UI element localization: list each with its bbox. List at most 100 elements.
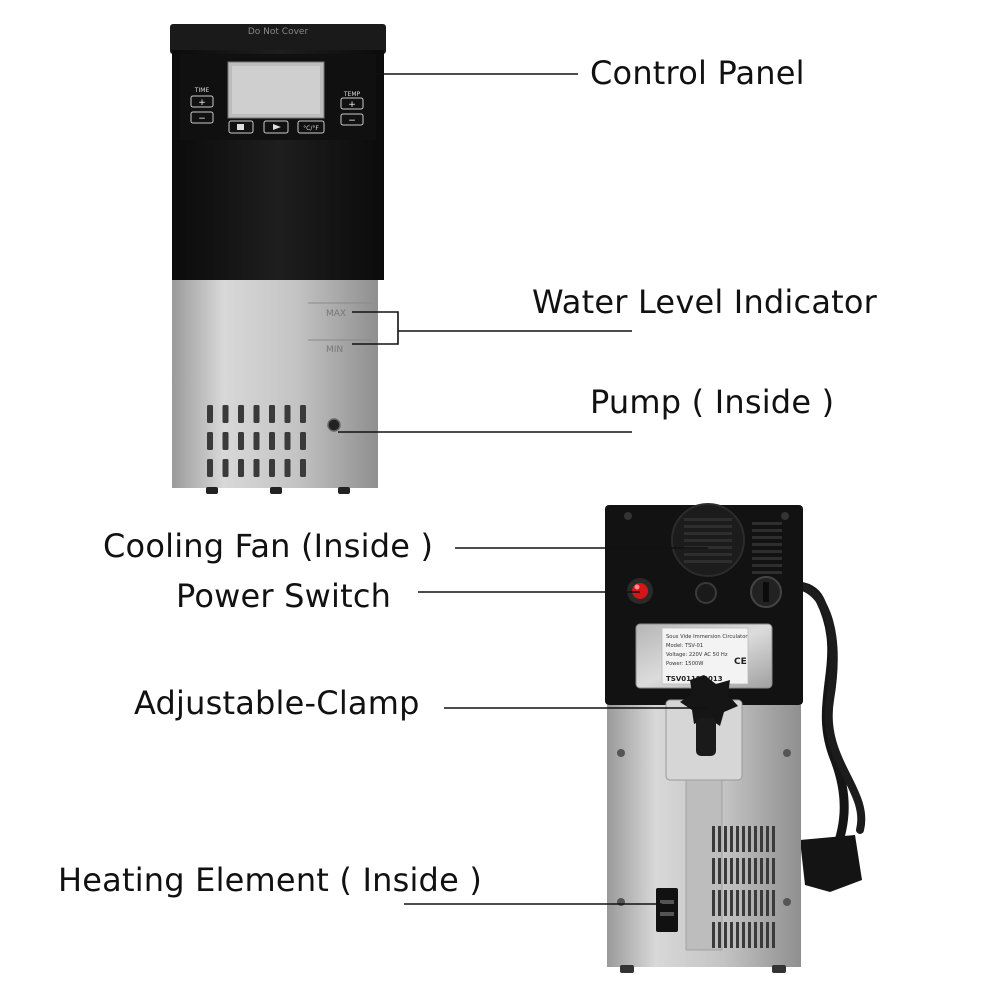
sticker-line: Power: 1500W bbox=[666, 661, 703, 667]
vent-slot bbox=[754, 858, 757, 884]
vent-slot bbox=[752, 564, 782, 567]
vent-slot bbox=[772, 922, 775, 948]
sticker-line: Model: TSV-01 bbox=[666, 643, 703, 649]
vent-slot bbox=[284, 405, 291, 423]
vent-slot bbox=[752, 550, 782, 553]
temp-minus-glyph: − bbox=[348, 116, 356, 126]
time-minus-glyph: − bbox=[198, 114, 206, 124]
vent-slot bbox=[736, 922, 739, 948]
temp-minus-button[interactable] bbox=[340, 113, 364, 126]
vent-slot bbox=[736, 826, 739, 852]
vent-slot bbox=[253, 432, 260, 450]
fuse-slot bbox=[763, 582, 769, 602]
vent-slot bbox=[748, 890, 751, 916]
vent-slot bbox=[736, 858, 739, 884]
back-vents bbox=[712, 826, 775, 948]
foot bbox=[270, 487, 282, 494]
vent-slot bbox=[724, 826, 727, 852]
vent-slot bbox=[222, 459, 229, 477]
vent-slot bbox=[760, 890, 763, 916]
power-switch[interactable] bbox=[632, 583, 648, 599]
screw bbox=[783, 749, 791, 757]
callout-pump: Pump ( Inside ) bbox=[590, 383, 835, 421]
play-icon bbox=[273, 124, 281, 130]
temp-plus-glyph: + bbox=[348, 100, 356, 110]
callout-heating-element: Heating Element ( Inside ) bbox=[58, 861, 483, 899]
screw bbox=[624, 512, 632, 520]
vent-slot bbox=[752, 571, 782, 574]
fan-slot bbox=[684, 532, 732, 535]
plug bbox=[800, 835, 862, 892]
vent-slot bbox=[752, 529, 782, 532]
vent-slot bbox=[269, 405, 275, 423]
vent-slot bbox=[742, 890, 745, 916]
vent-slot bbox=[752, 543, 782, 546]
leader-bracket-water bbox=[352, 311, 399, 345]
time-plus-button[interactable] bbox=[190, 95, 214, 108]
vent-slot bbox=[772, 890, 775, 916]
vent-slot bbox=[760, 858, 763, 884]
vent-slot bbox=[772, 858, 775, 884]
clamp-knob[interactable] bbox=[680, 675, 738, 726]
vent-slot bbox=[269, 432, 275, 450]
callout-control-panel: Control Panel bbox=[590, 54, 805, 92]
vent-slot bbox=[736, 890, 739, 916]
vent-slot bbox=[207, 459, 213, 477]
vent-slot bbox=[766, 922, 769, 948]
vent-slot bbox=[760, 922, 763, 948]
sticker-line: Voltage: 220V AC 50 Hz bbox=[666, 652, 728, 658]
vent-slot bbox=[718, 826, 721, 852]
vent-slot bbox=[207, 405, 213, 423]
power-cord-loop bbox=[791, 581, 866, 834]
side-vents bbox=[752, 522, 782, 574]
fan-slot bbox=[684, 525, 732, 528]
fan-slot bbox=[684, 539, 732, 542]
vent-slot bbox=[724, 922, 727, 948]
vent-slot bbox=[238, 432, 244, 450]
temp-label: TEMP bbox=[343, 91, 361, 98]
vent-slot bbox=[748, 826, 751, 852]
leader-lines bbox=[338, 73, 708, 905]
vent-slot bbox=[284, 432, 291, 450]
foot bbox=[620, 965, 634, 973]
time-minus-button[interactable] bbox=[190, 111, 214, 124]
vent-slot bbox=[730, 890, 733, 916]
vent-slot bbox=[300, 459, 306, 477]
time-plus-glyph: + bbox=[198, 98, 206, 108]
vent-slot bbox=[752, 536, 782, 539]
vent-slot bbox=[300, 432, 306, 450]
temp-plus-button[interactable] bbox=[340, 97, 364, 110]
vent-slot bbox=[754, 890, 757, 916]
lcd-screen-inner bbox=[232, 66, 320, 114]
vent-slot bbox=[238, 405, 244, 423]
top-cap bbox=[170, 24, 386, 54]
vent-slot bbox=[253, 405, 260, 423]
clamp-rail bbox=[685, 779, 723, 951]
screw bbox=[781, 512, 789, 520]
vent-slot bbox=[754, 922, 757, 948]
vent-slot bbox=[730, 826, 733, 852]
max-mark: MAX bbox=[326, 309, 346, 319]
min-mark: MIN bbox=[326, 345, 343, 355]
spec-sticker bbox=[661, 627, 749, 685]
vent-slot bbox=[712, 826, 715, 852]
foot bbox=[206, 487, 218, 494]
vent-slot bbox=[730, 922, 733, 948]
vent-slot bbox=[718, 922, 721, 948]
heating-element-bar bbox=[660, 912, 674, 916]
sticker-line: Sous Vide Immersion Circulator bbox=[666, 634, 748, 640]
front-device: Do Not Cover TIME + − TEMP + − °C/°F MAX… bbox=[170, 24, 386, 494]
front-vents bbox=[207, 405, 306, 477]
callout-water-level: Water Level Indicator bbox=[532, 283, 878, 321]
front-steel-housing bbox=[172, 280, 378, 488]
vent-slot bbox=[748, 858, 751, 884]
vent-slot bbox=[300, 405, 306, 423]
fan-slot bbox=[684, 553, 732, 556]
screw bbox=[617, 749, 625, 757]
vent-slot bbox=[712, 890, 715, 916]
unit-toggle-button[interactable] bbox=[297, 120, 325, 134]
callout-cooling-fan: Cooling Fan (Inside ) bbox=[103, 527, 434, 565]
